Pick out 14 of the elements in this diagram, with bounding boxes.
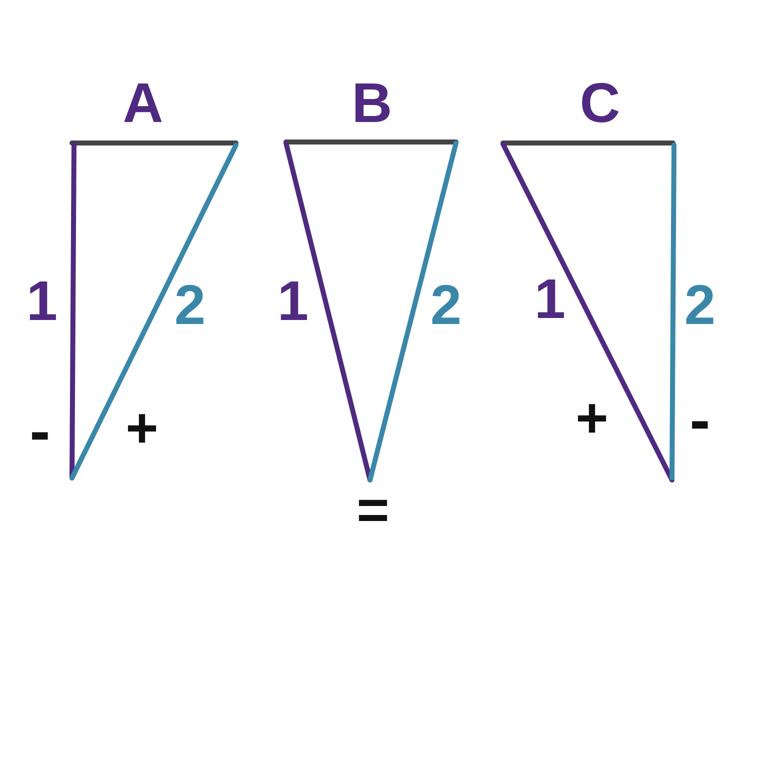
side-number: 1 bbox=[26, 273, 58, 329]
sign-label: - bbox=[30, 401, 50, 463]
side-number: 1 bbox=[277, 273, 309, 329]
side-number: 2 bbox=[174, 277, 206, 333]
triangle-label: B bbox=[352, 75, 392, 131]
side-number: 1 bbox=[534, 271, 566, 327]
sign-label: + bbox=[576, 390, 608, 446]
side-number: 2 bbox=[430, 277, 462, 333]
side-number: 2 bbox=[684, 277, 716, 333]
sign-label: - bbox=[690, 390, 710, 452]
sign-label: = bbox=[356, 482, 390, 538]
sign-label: + bbox=[126, 400, 158, 456]
triangle-label: C bbox=[580, 75, 620, 131]
triangle-label: A bbox=[122, 75, 164, 131]
